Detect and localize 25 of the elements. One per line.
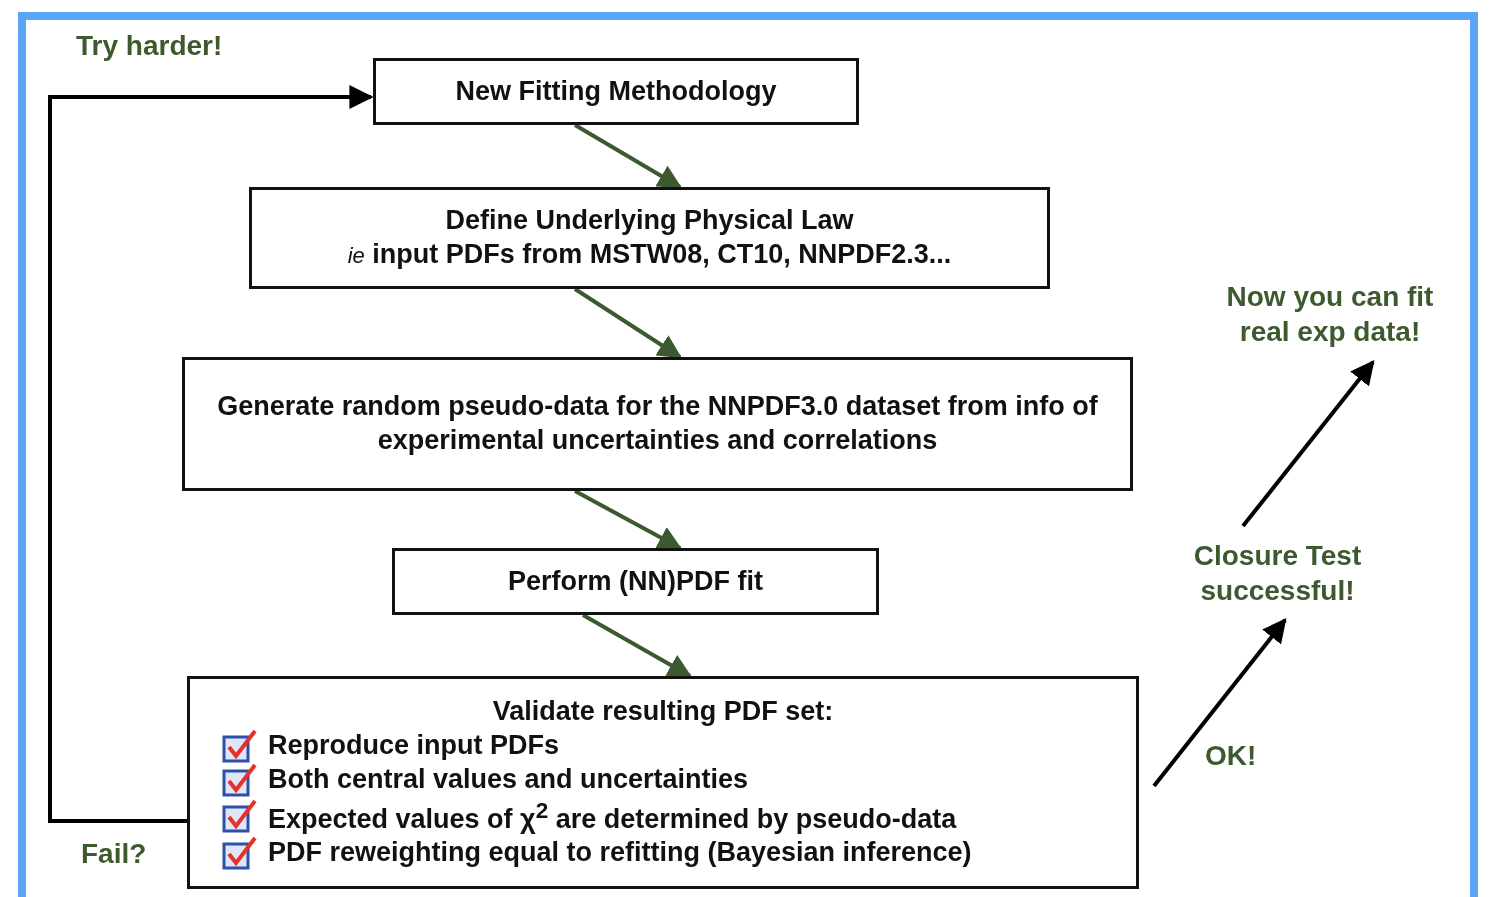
checklist-item: Both central values and uncertainties	[268, 762, 749, 796]
validation-box	[187, 676, 1139, 889]
process-box	[249, 187, 1050, 289]
arrow	[1152, 618, 1287, 788]
box-heading: New Fitting Methodology	[454, 74, 778, 108]
checklist-item: Reproduce input PDFs	[268, 728, 559, 762]
arrow	[574, 489, 683, 550]
arrow	[48, 85, 374, 823]
arrow	[1241, 360, 1375, 528]
arrow	[582, 613, 693, 678]
process-box	[392, 548, 879, 615]
arrow	[573, 287, 682, 359]
box-heading: Generate random pseudo-data for the NNPDF3.0 dataset from info of experimental uncertainties and correlations	[216, 390, 1099, 457]
box-text: ie input PDFs from MSTW08, CT10, NNPDF2.3...	[346, 238, 953, 271]
checklist-item: Expected values of χ$^{2}$ are determined by pseudo-data	[268, 796, 957, 836]
annotation-text: Try harder!	[76, 30, 223, 62]
text-label: Now you can fit real exp data!	[1205, 274, 1455, 354]
box-heading: Validate resulting PDF set:	[491, 694, 835, 728]
arrow	[574, 123, 683, 189]
process-box	[182, 357, 1133, 491]
text-label: Closure Test successful!	[1160, 534, 1395, 612]
box-heading: Define Underlying Physical Law	[444, 204, 855, 238]
process-box	[373, 58, 859, 125]
checklist-item: PDF reweighting equal to refitting (Bayesian inference)	[268, 836, 972, 870]
box-heading: Perform (NN)PDF fit	[507, 564, 764, 598]
